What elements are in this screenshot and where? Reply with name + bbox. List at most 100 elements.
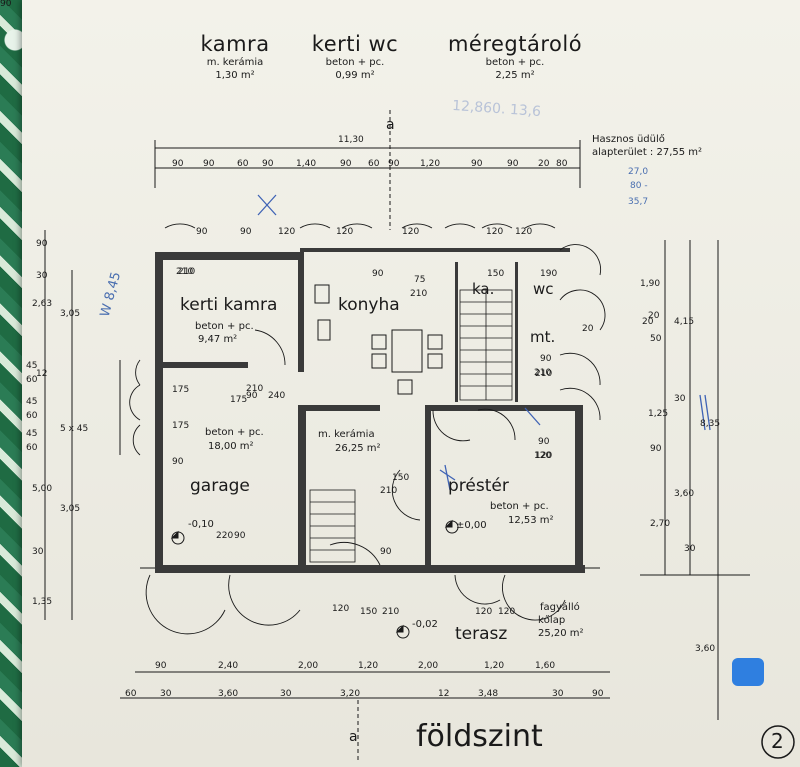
room-garage-level: -0,10 bbox=[188, 519, 214, 530]
handwritten-sum-3: 35,7 bbox=[628, 197, 649, 207]
page-number-circle bbox=[761, 725, 795, 759]
staircase-lower bbox=[309, 489, 356, 563]
dimension-label: 90 bbox=[155, 661, 167, 671]
dimension-label: 220 bbox=[216, 531, 234, 541]
dimension-label: 5,00 bbox=[32, 484, 53, 494]
dimension-label: 30 bbox=[32, 547, 44, 557]
header-room-name: kamra bbox=[200, 32, 270, 56]
dimension-label: 12 bbox=[438, 689, 450, 699]
dimension-label: 2,63 bbox=[32, 299, 53, 309]
dimension-label: 3,20 bbox=[340, 689, 361, 699]
room-hall-material: m. kerámia bbox=[318, 429, 375, 440]
dimension-label: 90 bbox=[172, 457, 184, 467]
dimension-label: 210 bbox=[178, 267, 196, 277]
dimension-label: 90 bbox=[240, 227, 252, 237]
room-ka-name: ka. bbox=[472, 280, 495, 298]
header-room-material: beton + pc. bbox=[485, 57, 545, 68]
dimension-label: 3,60 bbox=[218, 689, 239, 699]
dimension-label: 30 bbox=[684, 544, 696, 554]
dimension-label: 4,15 bbox=[674, 317, 695, 327]
room-hall-area: 26,25 m² bbox=[335, 443, 381, 454]
dimension-label: 45 bbox=[26, 397, 38, 407]
room-prester-name: préstér bbox=[448, 476, 509, 496]
room-kerti-kamra-area: 9,47 m² bbox=[198, 334, 238, 345]
useful-area-label: Hasznos üdülő bbox=[592, 134, 665, 145]
dimension-label: 120 bbox=[402, 227, 420, 237]
room-terasz-name: terasz bbox=[455, 624, 508, 644]
dimension-label: 90 bbox=[372, 269, 384, 279]
dimension-label: 210 bbox=[246, 384, 264, 394]
header-room-area: 2,25 m² bbox=[495, 70, 535, 81]
room-terasz-material: fagyálló bbox=[540, 602, 580, 613]
dimension-label: 120 bbox=[498, 607, 516, 617]
dimension-label: 210 bbox=[380, 486, 398, 496]
dimension-label: 75 bbox=[414, 275, 426, 285]
room-mt-name: mt. bbox=[530, 328, 556, 346]
dimension-label: 240 bbox=[268, 391, 286, 401]
dimension-label: 30 bbox=[160, 689, 172, 699]
header-room-material: m. kerámia bbox=[206, 57, 264, 68]
dimension-label: 120 bbox=[486, 227, 504, 237]
dimension-label: 1,20 bbox=[484, 661, 505, 671]
room-terasz-area: 25,20 m² bbox=[538, 628, 584, 639]
header-room-name: méregtároló bbox=[447, 32, 583, 56]
dimension-label: 2,40 bbox=[218, 661, 239, 671]
dimension-label: 20 bbox=[642, 317, 654, 327]
staircase-upper bbox=[459, 289, 513, 401]
room-prester-material: beton + pc. bbox=[490, 501, 549, 512]
page-number: 2 bbox=[771, 729, 784, 753]
dimension-label: 1,20 bbox=[420, 159, 441, 169]
dimension-label: 45 bbox=[26, 361, 38, 371]
dimension-label: 120 bbox=[336, 227, 354, 237]
dimension-label: 90 bbox=[388, 159, 400, 169]
handwritten-sum-2: 80 - bbox=[630, 181, 648, 191]
dimension-label: 90 bbox=[507, 159, 519, 169]
header-room-material: beton + pc. bbox=[325, 57, 385, 68]
dimension-label: 210 bbox=[382, 607, 400, 617]
dimension-label: 60 bbox=[368, 159, 380, 169]
dimension-label: 1,20 bbox=[358, 661, 379, 671]
header-room-name: kerti wc bbox=[311, 32, 399, 56]
useful-area-value: alapterület : 27,55 m² bbox=[592, 147, 703, 158]
dimension-label: 90 bbox=[592, 689, 604, 699]
dimension-label: 90 bbox=[203, 159, 215, 169]
dimension-label: 90 bbox=[172, 159, 184, 169]
header-room-kerti-wc: kerti wc beton + pc. 0,99 m² bbox=[305, 34, 405, 81]
dim-top-total: 11,30 bbox=[338, 135, 364, 145]
dimension-label: 90 bbox=[246, 391, 258, 401]
dimension-label: 20 bbox=[538, 159, 550, 169]
dimension-label: 90 bbox=[380, 547, 392, 557]
handwritten-sum-1: 27,0 bbox=[628, 167, 649, 177]
dimension-label: 3,48 bbox=[478, 689, 499, 699]
dimension-label: 120 bbox=[278, 227, 296, 237]
dimension-label: 150 bbox=[392, 473, 410, 483]
room-konyha-name: konyha bbox=[338, 295, 400, 315]
dimension-label: 150 bbox=[487, 269, 505, 279]
dimension-label: 210 bbox=[535, 369, 553, 379]
dimension-label: 90 bbox=[340, 159, 352, 169]
dimension-label: 210 bbox=[410, 289, 428, 299]
dimension-label: 60 bbox=[237, 159, 249, 169]
kitchen-table bbox=[314, 284, 443, 395]
dimension-label: 1,60 bbox=[535, 661, 556, 671]
dimension-label: 5 x 45 bbox=[60, 424, 89, 434]
dimension-label: 90 bbox=[540, 354, 552, 364]
floor-plan-sheet bbox=[22, 0, 800, 767]
dimension-label: 90 bbox=[196, 227, 208, 237]
dimension-label: 120 bbox=[332, 604, 350, 614]
dimension-label: 3,05 bbox=[60, 504, 81, 514]
dimension-label: 3,05 bbox=[60, 309, 81, 319]
dimension-label: 90 bbox=[471, 159, 483, 169]
dimension-label: 120 bbox=[475, 607, 493, 617]
header-room-area: 1,30 m² bbox=[215, 70, 255, 81]
dimension-label: 30 bbox=[552, 689, 564, 699]
header-room-kamra: kamra m. kerámia 1,30 m² bbox=[190, 34, 280, 81]
blue-ink-blot bbox=[732, 658, 764, 686]
dimension-label: 1,90 bbox=[640, 279, 661, 289]
dimension-label: 60 bbox=[26, 443, 38, 453]
room-prester-level: ±0,00 bbox=[456, 520, 487, 531]
dimension-label: 60 bbox=[125, 689, 137, 699]
room-garage-name: garage bbox=[190, 476, 250, 496]
room-wc-name: wc bbox=[533, 280, 554, 298]
dimension-label: 175 bbox=[172, 385, 190, 395]
